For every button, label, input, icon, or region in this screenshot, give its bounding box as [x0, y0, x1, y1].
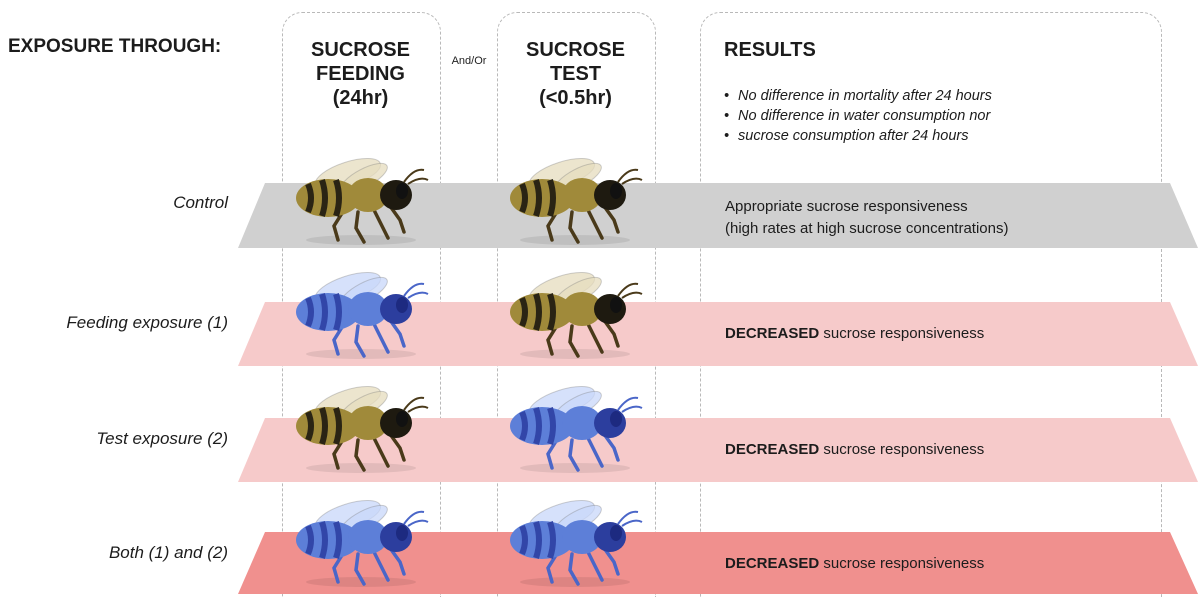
results-note-continued: sucrose consumption after 24 hours — [722, 126, 1142, 146]
blue-honeybee-icon — [286, 262, 436, 362]
row-label-test-exposure: Test exposure (2) — [8, 429, 228, 449]
exposure-through-heading: EXPOSURE THROUGH: — [8, 36, 221, 58]
row-label-control: Control — [8, 193, 228, 213]
feeding-column-heading: SUCROSE FEEDING (24hr) — [282, 38, 439, 110]
andor-label: And/Or — [441, 50, 497, 72]
feeding-heading-line-2: FEEDING — [282, 62, 439, 86]
result-control: Appropriate sucrose responsiveness (high… — [725, 196, 1008, 240]
feeding-heading-line-3: (24hr) — [282, 86, 439, 110]
result-both-exposure: DECREASED sucrose responsiveness — [725, 555, 984, 572]
row-label-both-exposure: Both (1) and (2) — [8, 543, 228, 563]
blue-honeybee-icon — [500, 490, 650, 590]
honeybee-icon — [500, 148, 650, 248]
results-column-heading: RESULTS — [724, 38, 816, 62]
result-control-line-2: (high rates at high sucrose concentratio… — [725, 218, 1008, 240]
honeybee-icon — [500, 262, 650, 362]
results-note: No difference in water consumption nor — [722, 106, 1142, 126]
blue-honeybee-icon — [286, 490, 436, 590]
result-rest: sucrose responsiveness — [819, 325, 984, 342]
result-decreased-bold: DECREASED — [725, 325, 819, 342]
honeybee-icon — [286, 376, 436, 476]
feeding-heading-line-1: SUCROSE — [282, 38, 439, 62]
result-decreased-bold: DECREASED — [725, 555, 819, 572]
result-test-exposure: DECREASED sucrose responsiveness — [725, 441, 984, 458]
results-note: No difference in mortality after 24 hour… — [722, 86, 1142, 106]
test-heading-line-2: TEST — [497, 62, 654, 86]
row-label-feeding-exposure: Feeding exposure (1) — [8, 313, 228, 333]
honeybee-icon — [286, 148, 436, 248]
blue-honeybee-icon — [500, 376, 650, 476]
result-decreased-bold: DECREASED — [725, 441, 819, 458]
result-feeding-exposure: DECREASED sucrose responsiveness — [725, 325, 984, 342]
test-heading-line-3: (<0.5hr) — [497, 86, 654, 110]
results-notes: No difference in mortality after 24 hour… — [722, 86, 1142, 146]
result-rest: sucrose responsiveness — [819, 441, 984, 458]
result-control-line-1: Appropriate sucrose responsiveness — [725, 196, 1008, 218]
test-heading-line-1: SUCROSE — [497, 38, 654, 62]
result-rest: sucrose responsiveness — [819, 555, 984, 572]
test-column-heading: SUCROSE TEST (<0.5hr) — [497, 38, 654, 110]
